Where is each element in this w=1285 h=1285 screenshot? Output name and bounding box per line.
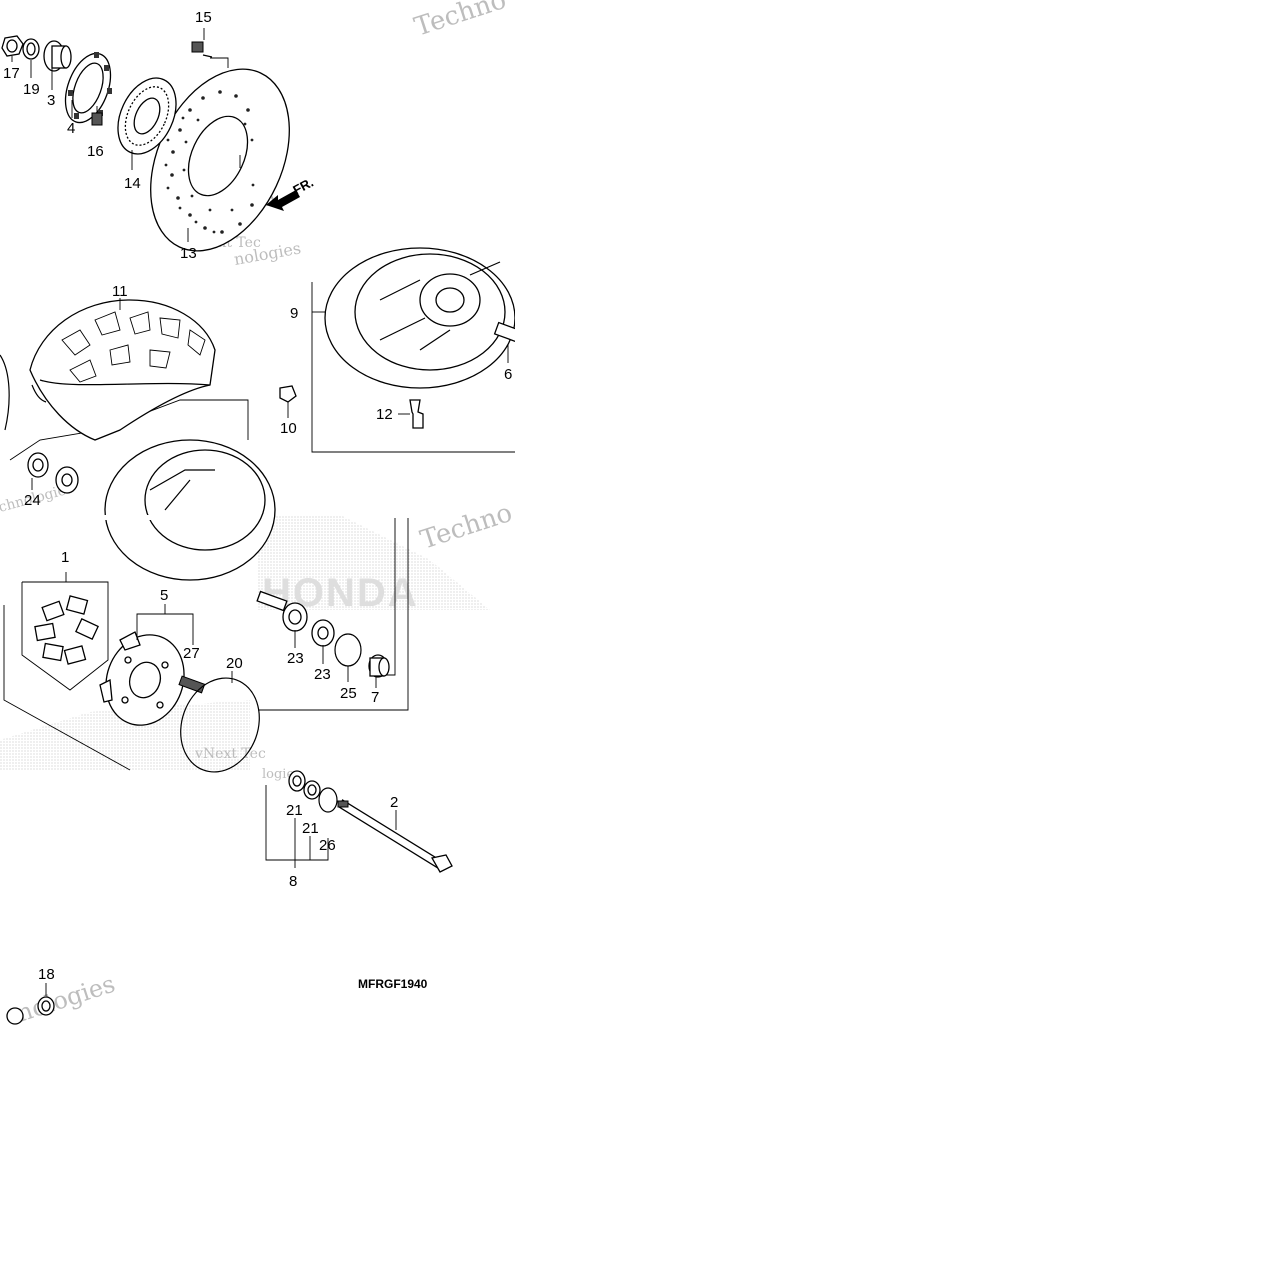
brake-disc — [150, 68, 290, 252]
callout-3: 3 — [47, 92, 55, 109]
hub-small-parts — [1, 35, 213, 126]
callout-15: 15 — [195, 9, 212, 26]
callout-17: 17 — [3, 65, 20, 82]
valve-and-weight — [279, 385, 424, 429]
callout-25: 25 — [340, 685, 357, 702]
damper-rubbers — [21, 572, 109, 691]
callout-7: 7 — [371, 689, 379, 706]
callout-18: 18 — [38, 966, 55, 983]
callout-16: 16 — [87, 143, 104, 160]
callout-26: 26 — [319, 837, 336, 854]
driven-flange — [99, 604, 260, 773]
nut-18 — [6, 983, 55, 1025]
callout-11: 11 — [112, 283, 128, 300]
callout-20: 20 — [226, 655, 243, 672]
callout-10: 10 — [280, 420, 297, 437]
callout-6: 6 — [504, 366, 512, 383]
callout-14: 14 — [124, 175, 141, 192]
callout-2: 2 — [390, 794, 398, 811]
axle-group — [265, 770, 453, 873]
pulser-ring — [117, 77, 177, 155]
watermark-text: Techno — [411, 0, 510, 43]
callout-8: 8 — [289, 873, 297, 890]
callout-19: 19 — [23, 81, 40, 98]
callout-9: 9 — [290, 305, 298, 322]
leader-lines — [11, 28, 377, 688]
callout-13: 13 — [180, 245, 197, 262]
callout-24: 24 — [24, 492, 41, 509]
callout-27: 27 — [183, 645, 200, 662]
watermark-text: Techno — [417, 498, 516, 556]
callout-4: 4 — [67, 120, 75, 137]
rear-wheel-right — [324, 247, 535, 458]
diagram-code: MFRGF1940 — [358, 977, 428, 991]
watermark-text: vNext Tec — [194, 746, 266, 762]
tire — [0, 299, 216, 441]
callout-23b: 23 — [314, 666, 331, 683]
callout-labels: 15 17 19 3 4 16 14 13 11 9 6 12 10 24 1 … — [3, 9, 512, 991]
watermark-text: nologies — [13, 970, 118, 1028]
callout-23a: 23 — [287, 650, 304, 667]
callout-5: 5 — [160, 587, 168, 604]
rear-wheel-left — [0, 439, 276, 581]
callout-12: 12 — [376, 406, 393, 423]
callout-21b: 21 — [302, 820, 319, 837]
callout-1: 1 — [61, 549, 69, 566]
callout-21a: 21 — [286, 802, 303, 819]
